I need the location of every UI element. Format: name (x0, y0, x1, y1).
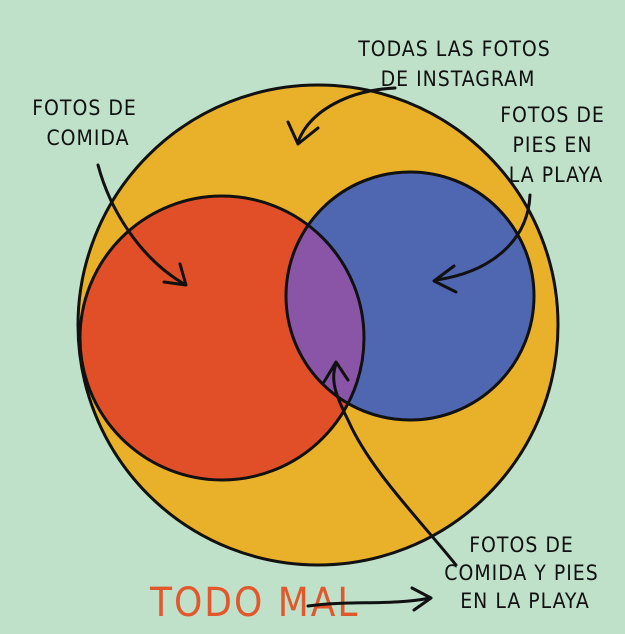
label-overlap: FOTOS DE COMIDA Y PIES EN LA PLAYA (444, 533, 605, 613)
arrow-food (96, 163, 186, 286)
label-all-instagram: TODAS LAS FOTOS DE INSTAGRAM (357, 37, 558, 91)
label-feet: FOTOS DE PIES EN LA PLAYA (500, 103, 612, 187)
arrow-title (306, 596, 432, 608)
arrow-feet (434, 193, 532, 282)
arrow-all-instagram (296, 86, 397, 144)
label-food: FOTOS DE COMIDA (32, 96, 144, 150)
arrow-overlap (332, 362, 458, 567)
